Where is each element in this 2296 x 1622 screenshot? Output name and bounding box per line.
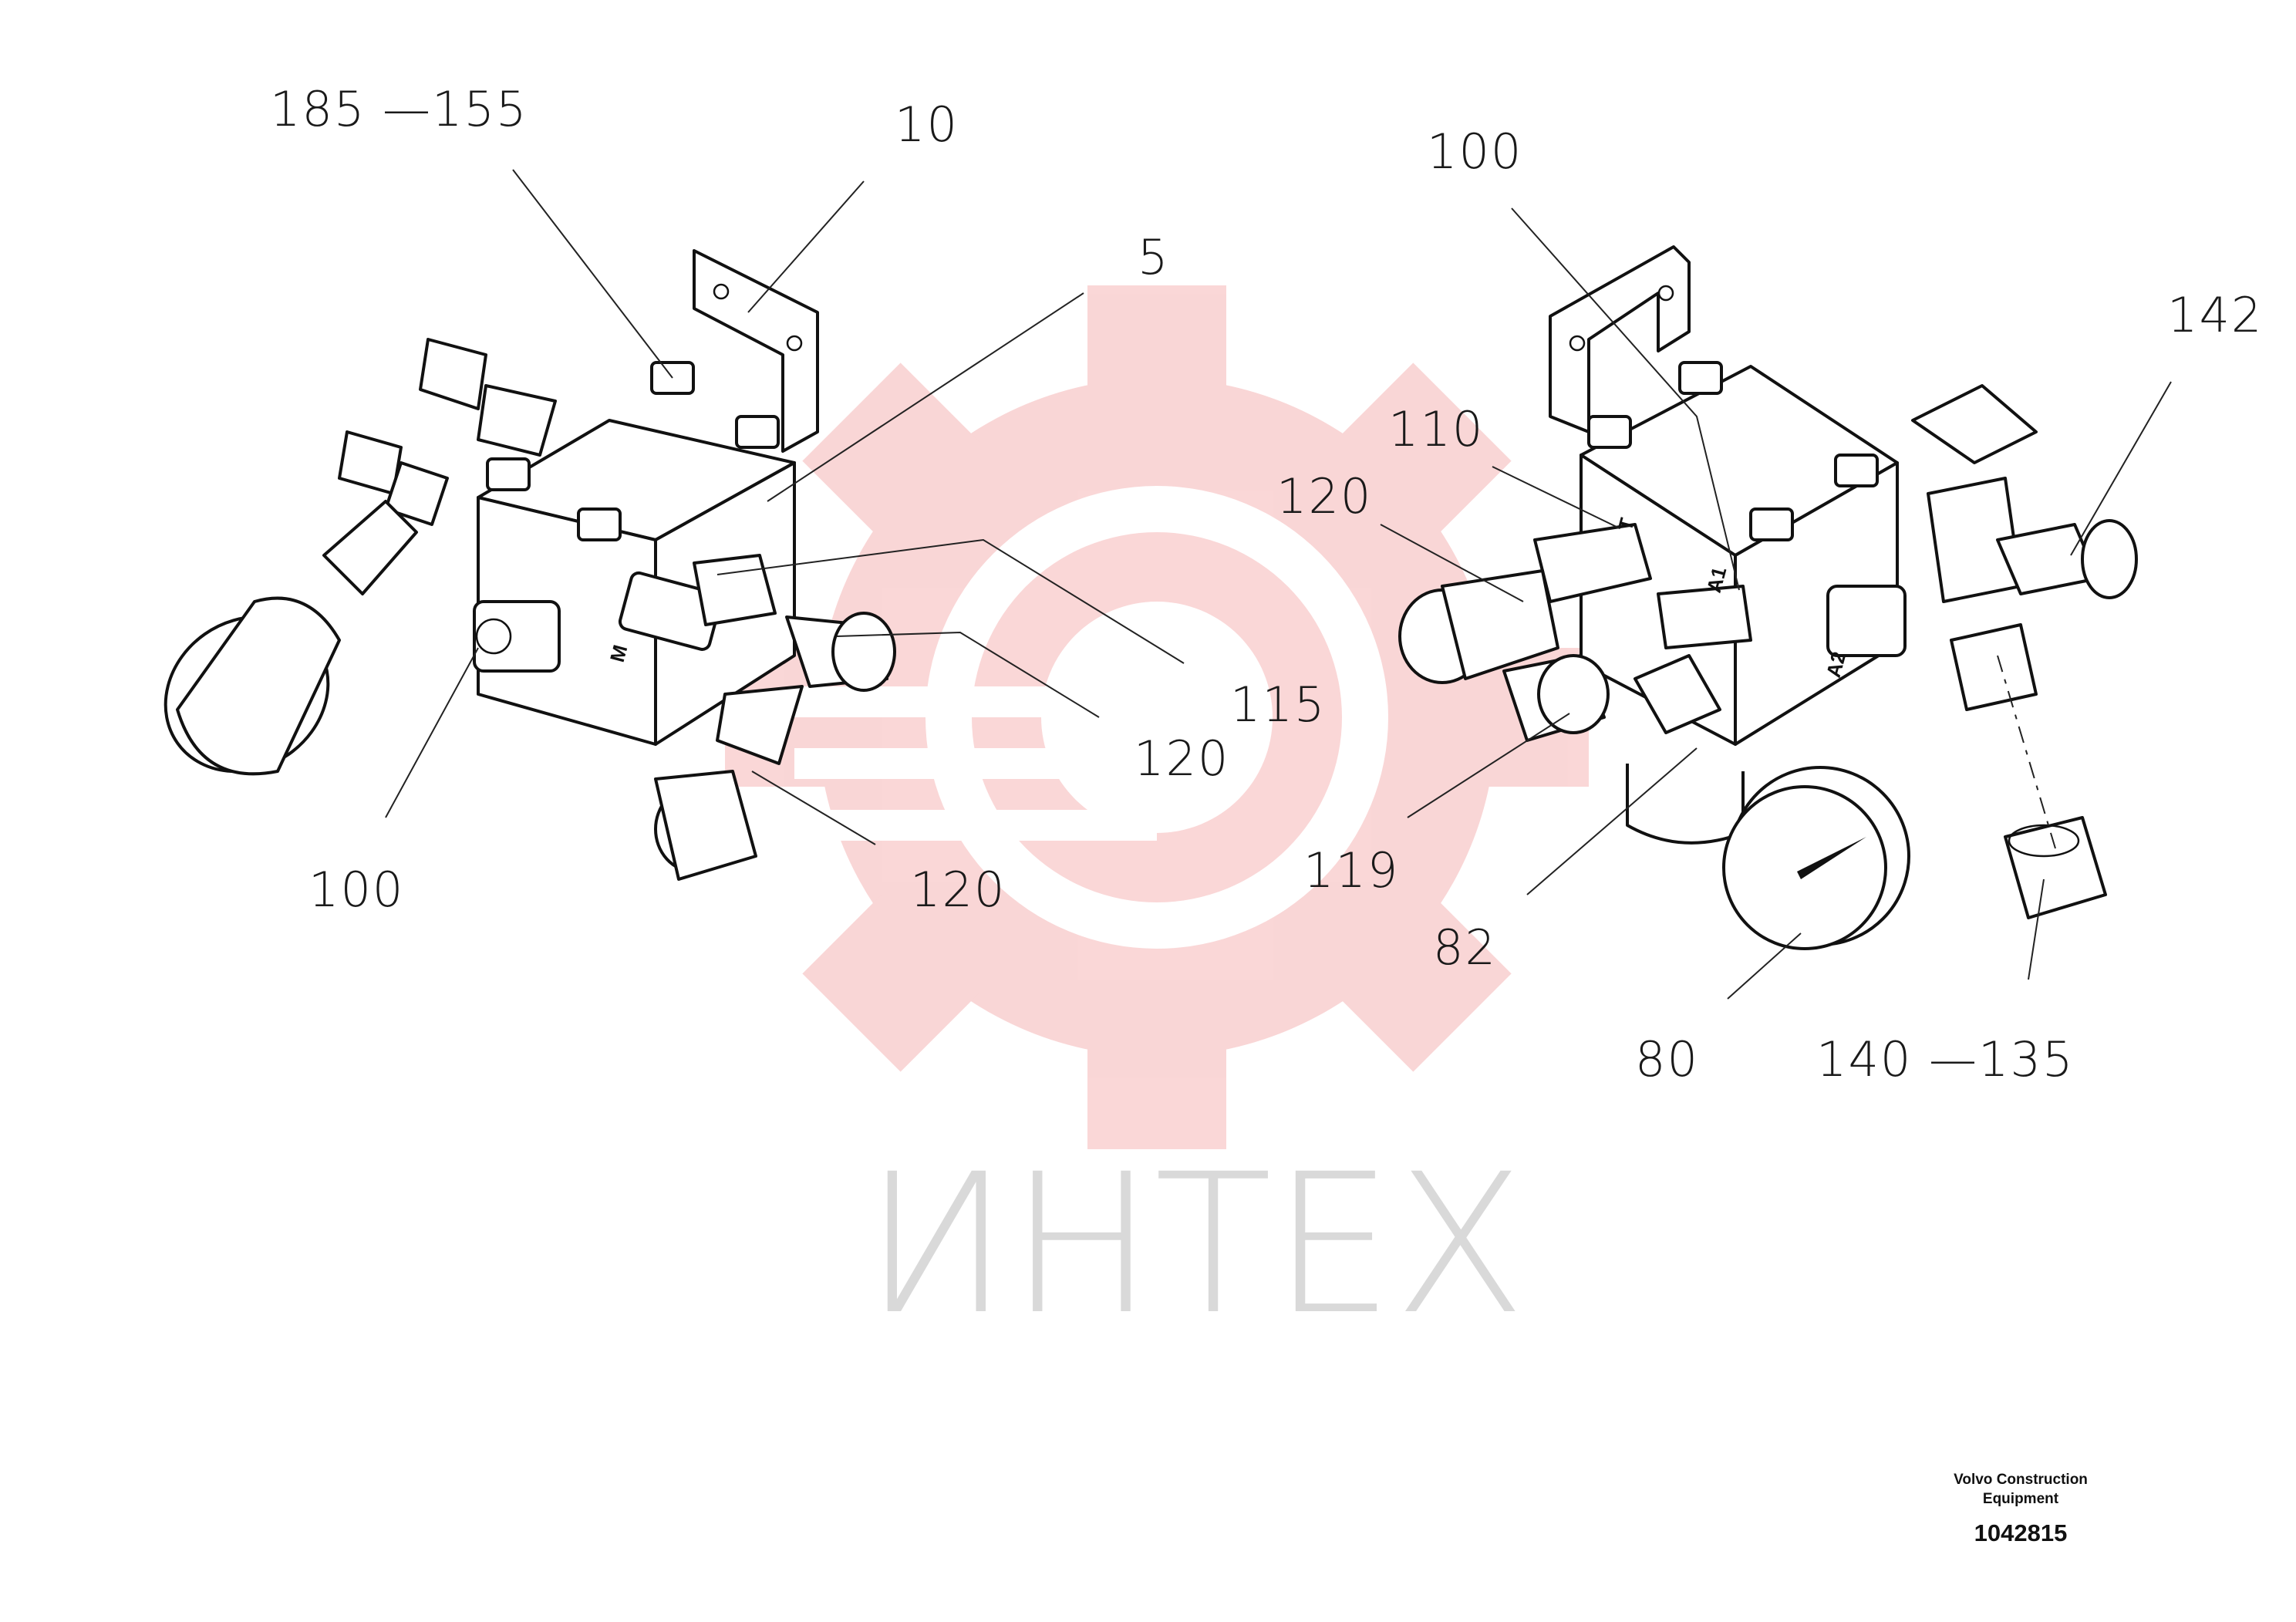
manufacturer-line-1: Volvo Construction [1954, 1472, 2088, 1488]
left-valve-assembly: M [164, 249, 896, 881]
callout-110: 110 [1388, 401, 1484, 457]
callout-120-b: 120 [910, 862, 1006, 918]
callout-80: 80 [1635, 1031, 1699, 1088]
callout-100-left: 100 [308, 862, 404, 918]
callout-labels: 185 —155 10 5 115 120 120 100 100 110 12… [270, 81, 2263, 1088]
callout-185-155: 185 —155 [270, 81, 528, 137]
callout-142: 142 [2167, 287, 2263, 343]
port-label-t: T [1613, 515, 1639, 533]
callout-5: 5 [1138, 229, 1169, 285]
document-number: 1042815 [1974, 1519, 2068, 1546]
drawing-footer: Volvo Construction Equipment 1042815 [1905, 1470, 2136, 1547]
callout-82: 82 [1433, 919, 1497, 976]
callout-115: 115 [1230, 676, 1326, 733]
right-valve-assembly: T A1 A2 [1398, 245, 2138, 950]
manufacturer-line-2: Equipment [1982, 1491, 2059, 1507]
callout-100-right: 100 [1427, 123, 1522, 180]
callout-119: 119 [1303, 842, 1399, 899]
leader-lines [385, 169, 2172, 1000]
callout-120-right: 120 [1276, 468, 1372, 524]
callout-140-135: 140 —135 [1816, 1031, 2074, 1088]
callout-120-a: 120 [1134, 730, 1229, 787]
callout-10: 10 [895, 96, 959, 153]
watermark-text: ИНТЕХ [864, 1132, 1526, 1357]
watermark-gear-icon [725, 285, 1589, 1149]
